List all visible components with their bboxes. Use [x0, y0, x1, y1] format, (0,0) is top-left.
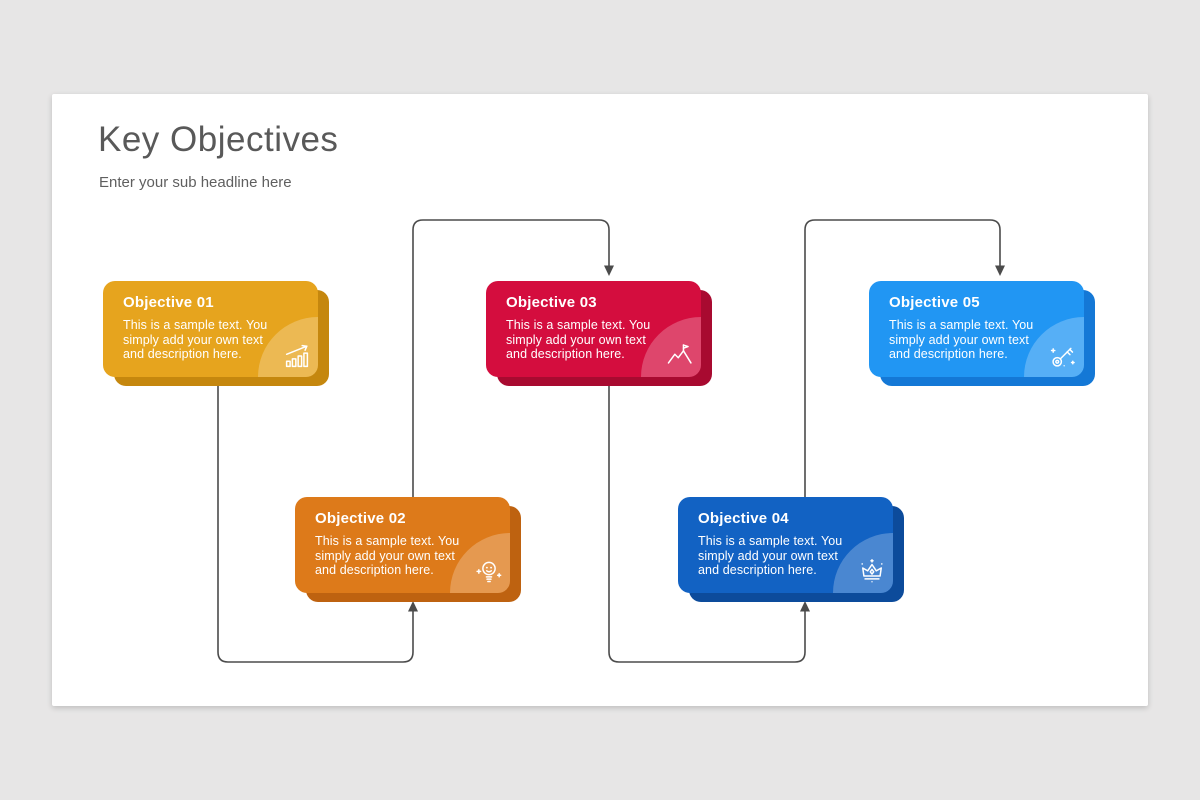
objective-card-05[interactable]: Objective 05 This is a sample text. You …: [869, 281, 1095, 386]
objective-card-04[interactable]: Objective 04 This is a sample text. You …: [678, 497, 904, 602]
connector-arrows: [217, 219, 1005, 663]
slide-canvas: Key Objectives Enter your sub headline h…: [52, 94, 1148, 706]
card-title: Objective 04: [698, 510, 789, 527]
key-icon: [1050, 347, 1075, 367]
card-title: Objective 02: [315, 510, 406, 527]
mountain-flag-icon: [667, 344, 692, 364]
page-subtitle: Enter your sub headline here: [99, 174, 292, 191]
growth-chart-icon: [285, 344, 309, 368]
objective-card-02[interactable]: Objective 02 This is a sample text. You …: [295, 497, 521, 602]
card-title: Objective 05: [889, 294, 980, 311]
card-body: This is a sample text. You simply add yo…: [506, 318, 651, 362]
card-body: This is a sample text. You simply add yo…: [889, 318, 1034, 362]
page-title: Key Objectives: [98, 120, 339, 159]
crown-icon: [861, 559, 883, 583]
card-title: Objective 01: [123, 294, 214, 311]
card-body: This is a sample text. You simply add yo…: [315, 534, 460, 578]
card-body: This is a sample text. You simply add yo…: [123, 318, 268, 362]
idea-bulb-icon: [476, 561, 502, 583]
objective-card-03[interactable]: Objective 03 This is a sample text. You …: [486, 281, 712, 386]
objective-card-01[interactable]: Objective 01 This is a sample text. You …: [103, 281, 329, 386]
card-body: This is a sample text. You simply add yo…: [698, 534, 843, 578]
card-title: Objective 03: [506, 294, 597, 311]
